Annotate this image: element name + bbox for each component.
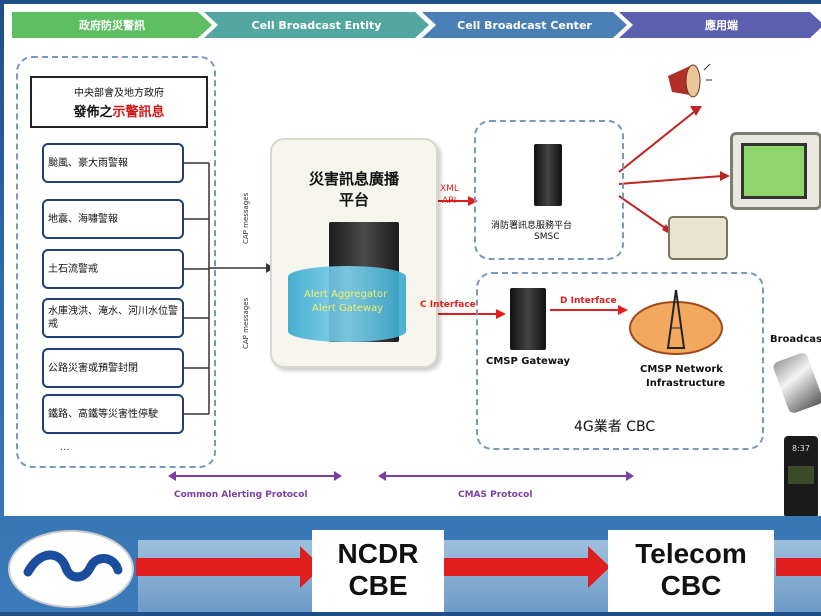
stage-label: Cell Broadcast Entity [251,18,382,32]
alert-item-label: 地震、海嘯警報 [48,213,118,225]
telecom-cbc-box: Telecom CBC [608,530,774,612]
more-items-ellipsis: ... [60,442,70,453]
television-icon [730,132,821,210]
alert-item-label: 公路災害或預警封閉 [48,362,138,374]
alert-item: 水庫洩洪、淹水、河川水位警戒 [42,298,184,338]
smartphone-icon: 8:37 [784,436,818,516]
cap-messages-label: CAP messages [242,192,250,244]
carrier-cbc-name: 4G業者 CBC [574,419,656,435]
platform-title-line1: 災害訊息廣播 [308,170,399,188]
stage-label: 應用端 [705,19,738,32]
stage-cell-broadcast-entity: Cell Broadcast Entity [204,12,429,38]
stage-label: Cell Broadcast Center [457,18,592,32]
network-label-line1: CMSP Network [640,364,723,375]
siren-speaker-icon [660,62,712,106]
source-title-line1: 中央部會及地方政府 [74,88,164,99]
phone-clock: 8:37 [792,444,810,453]
connector-lines [168,106,730,481]
alert-item: 土石流警戒 [42,249,184,289]
stage-cell-broadcast-center: Cell Broadcast Center [422,12,627,38]
carrier-cbc-dashed-box [476,272,764,450]
stage-government-alerts: 政府防災警訊 [12,12,212,38]
c-interface-label: C Interface [420,300,476,310]
source-title-line2: 發佈之示警訊息 [32,101,206,120]
source-title-box: 中央部會及地方政府 發佈之示警訊息 [30,76,208,128]
stage-label: 政府防災警訊 [79,19,145,32]
source-title-prefix: 發佈之 [73,105,113,120]
source-title-highlight: 示警訊息 [112,105,165,120]
cmsp-gateway-server-icon [510,288,546,350]
xml-api-label-line2: API [442,196,457,206]
ncdr-cbe-box: NCDR CBE [312,530,444,612]
smsc-dashed-box [474,120,624,260]
cbc-label: CBC [660,570,722,601]
broadcast-label: Broadcas [770,334,821,345]
d-interface-label: D Interface [560,296,617,306]
cap-messages-label: CAP messages [242,297,250,349]
radio-icon [668,216,728,260]
alert-item: 地震、海嘯警報 [42,199,184,239]
telecom-label: Telecom [635,538,747,569]
diagram-slide: 政府防災警訊 Cell Broadcast Entity Cell Broadc… [4,4,821,516]
smsc-label-line1: 消防署訊息服務平台 [491,221,573,231]
alert-item: 颱風、豪大雨警報 [42,143,184,183]
alert-item-label: 鐵路、高鐵等災害性停駛 [48,408,158,420]
ncdr-label: NCDR [337,538,419,569]
alert-item-label: 土石流警戒 [48,263,98,275]
alert-item: 鐵路、高鐵等災害性停駛 [42,394,184,434]
stage-application: 應用端 [619,12,821,38]
cmas-protocol-label: CMAS Protocol [458,490,533,500]
server-label-line2: Alert Gateway [312,303,384,314]
network-label-line2: Infrastructure [646,378,726,389]
server-label-line1: Alert Aggregator [304,289,388,300]
alert-item: 公路災害或預警封閉 [42,348,184,388]
alert-item-label: 水庫洩洪、淹水、河川水位警戒 [48,306,178,330]
source-dashed-box [16,56,216,468]
common-alerting-protocol-label: Common Alerting Protocol [174,490,308,500]
network-cloud-tower-icon [626,288,726,358]
database-cylinder-icon [288,266,406,342]
smsc-label-line2: SMSC [534,232,560,242]
cmsp-gateway-label: CMSP Gateway [486,356,571,367]
cbe-label: CBE [348,570,408,601]
ncdr-logo [8,530,134,608]
smsc-server-icon [534,144,562,206]
alert-item-label: 颱風、豪大雨警報 [48,157,128,169]
platform-title-line2: 平台 [338,191,369,209]
xml-api-label-line1: XML [440,184,459,194]
